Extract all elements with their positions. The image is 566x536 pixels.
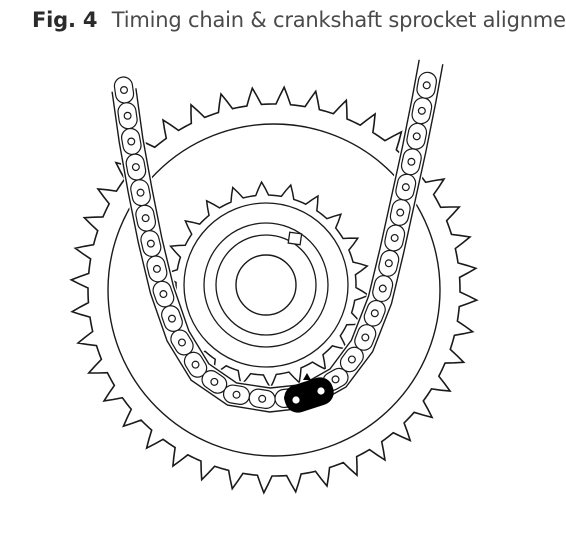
figure-caption-text: Timing chain & crankshaft sprocket align… xyxy=(111,8,566,32)
figure-caption: Fig. 4 Timing chain & crankshaft sprocke… xyxy=(32,8,566,32)
crankshaft-sprocket xyxy=(161,180,371,390)
chain-pin xyxy=(136,188,145,197)
chain-pin xyxy=(152,264,161,273)
chain-pin xyxy=(390,233,399,242)
chain-pin xyxy=(258,394,267,403)
alignment-mark-link xyxy=(284,373,334,413)
chain-pin xyxy=(191,360,200,369)
chain-pin xyxy=(167,314,176,323)
figure-label: Fig. 4 xyxy=(32,8,98,32)
chain-pin xyxy=(131,163,140,172)
chain-pin xyxy=(119,85,128,94)
dark-link-pin-right xyxy=(317,387,325,395)
chain-pin xyxy=(331,375,340,384)
chain-pin xyxy=(177,338,186,347)
chain-pin xyxy=(141,214,150,223)
chain-pin xyxy=(347,355,356,364)
chain-pin xyxy=(407,157,416,166)
chain-pin xyxy=(396,208,405,217)
chain-pin xyxy=(417,106,426,115)
chain-pin xyxy=(127,137,136,146)
crank-hub-outer xyxy=(203,222,329,348)
timing-mark-triangle xyxy=(303,373,311,380)
chain-pin xyxy=(370,309,379,318)
cam-sprocket-hub-ring xyxy=(107,123,441,457)
chain-pin xyxy=(422,81,431,90)
crank-bore xyxy=(235,254,297,316)
dark-link-pin-left xyxy=(292,396,300,404)
dark-link-plate xyxy=(284,377,334,413)
chain-pin xyxy=(146,239,155,248)
cam-sprocket-teeth xyxy=(69,85,479,495)
crank-sprocket-rim xyxy=(183,202,349,368)
chain-pin xyxy=(378,284,387,293)
crank-hub-inner xyxy=(215,234,317,336)
chain-pin xyxy=(123,111,132,120)
chain-pin xyxy=(412,132,421,141)
chain-pin xyxy=(384,259,393,268)
chain-pin xyxy=(210,377,219,386)
chain-pin xyxy=(232,390,241,399)
chain-pin xyxy=(159,290,168,299)
chain-inner-edge xyxy=(135,59,420,389)
chain-pin xyxy=(401,183,410,192)
camshaft-sprocket xyxy=(69,85,479,495)
keyway-notch xyxy=(287,231,303,246)
chain-pin xyxy=(361,333,370,342)
